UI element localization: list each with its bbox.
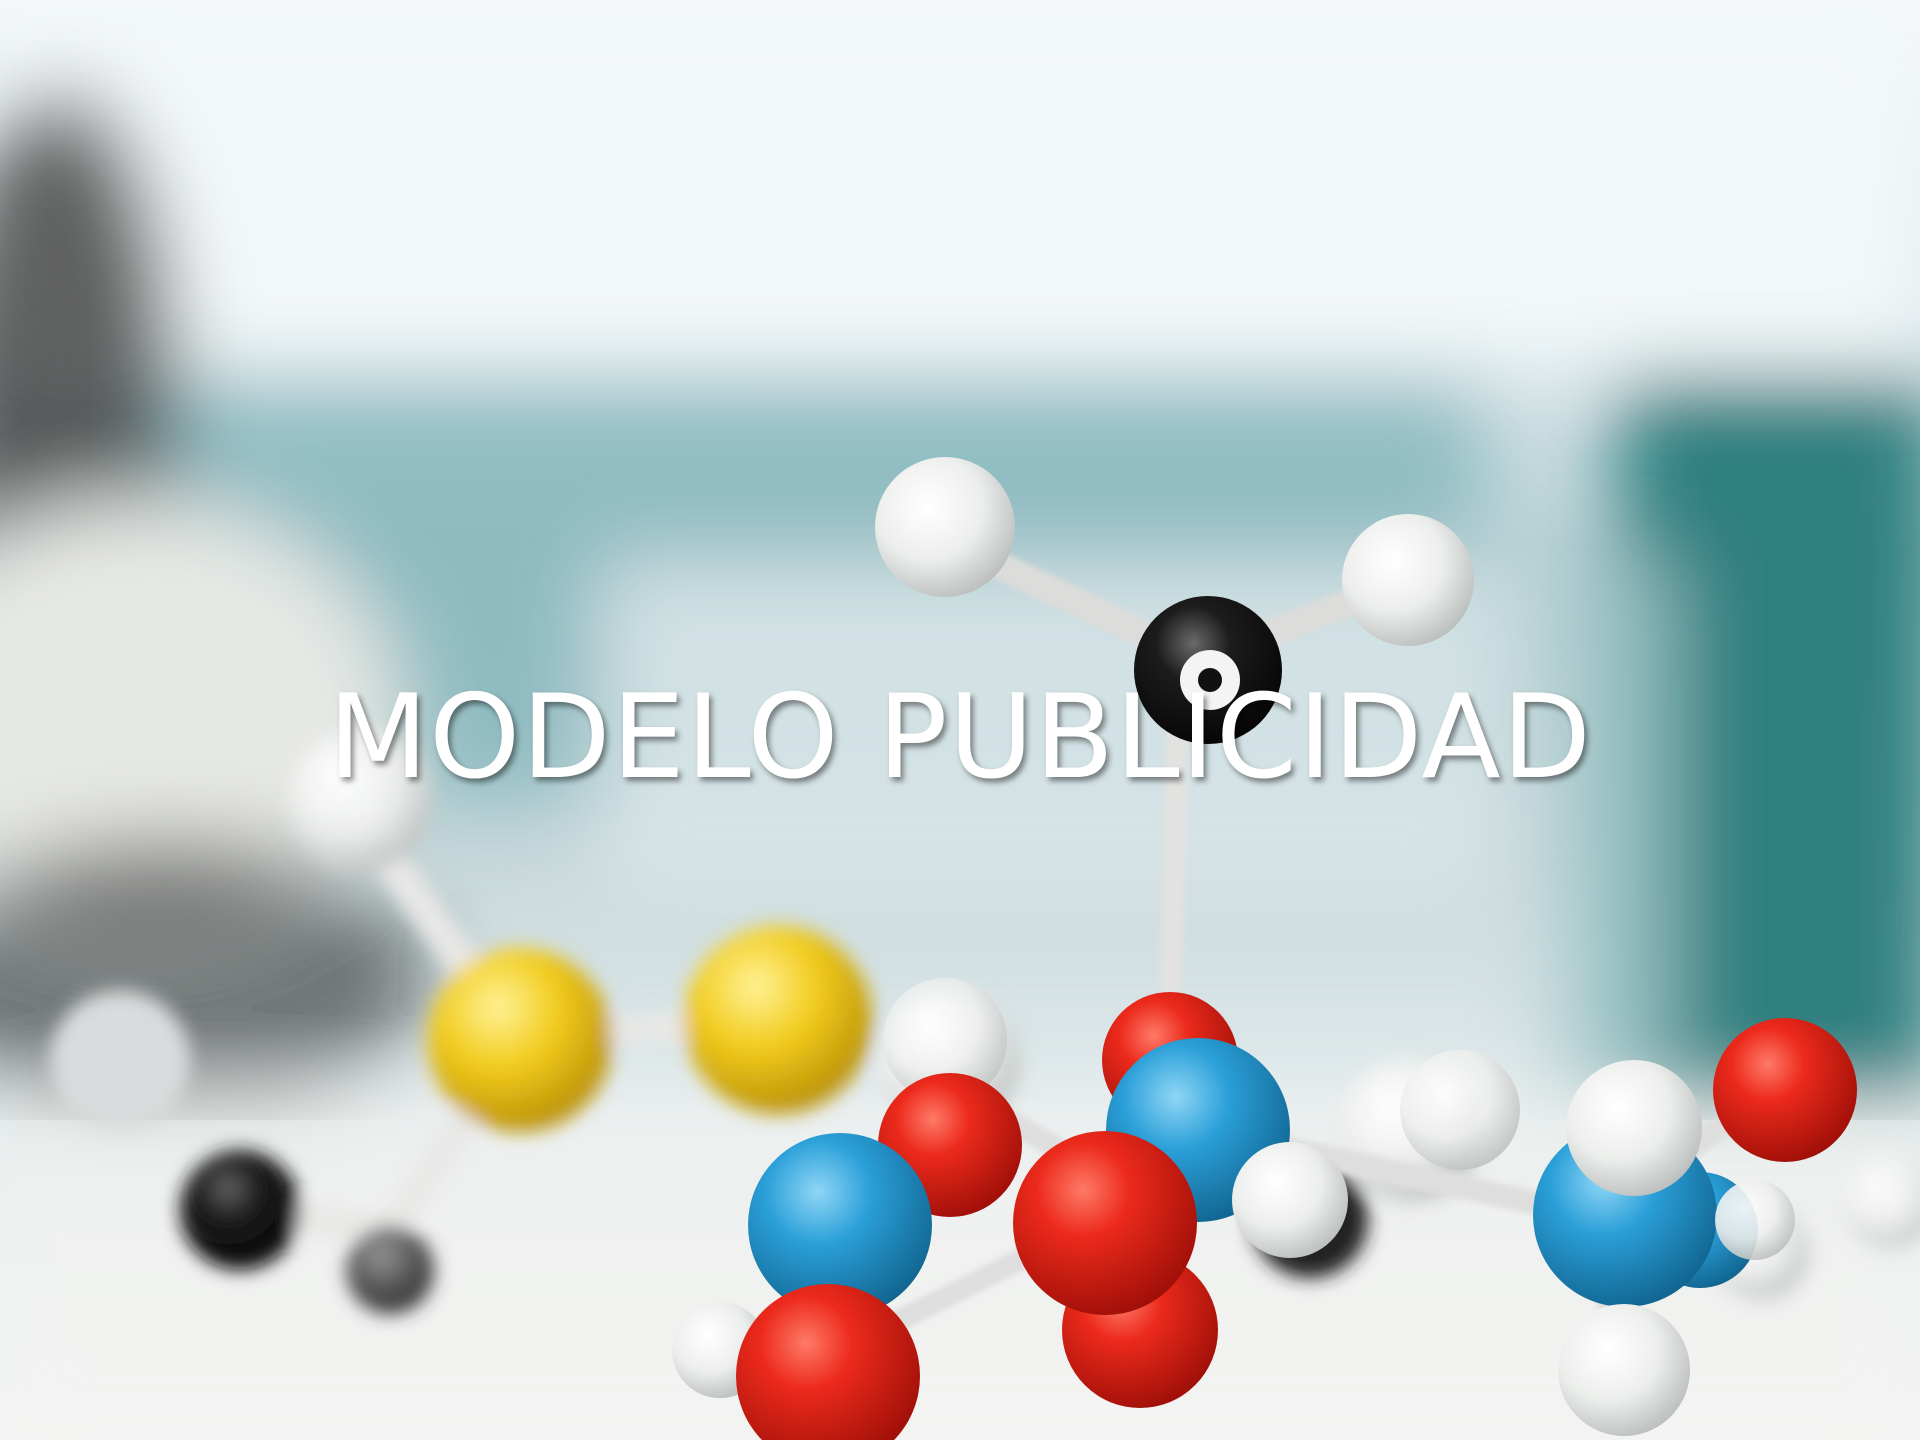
- slide-title: MODELO PUBLICIDAD: [327, 670, 1593, 805]
